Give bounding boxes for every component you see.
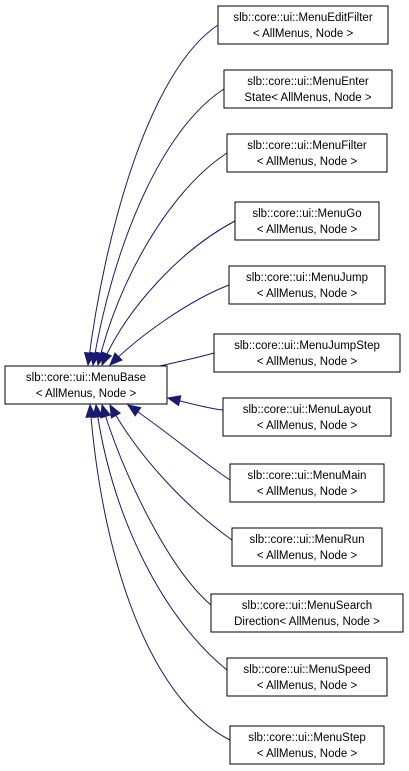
inheritance-edge-3 — [95, 152, 228, 367]
node-menu-speed[interactable]: slb::core::ui::MenuSpeed < AllMenus, Nod… — [226, 657, 388, 697]
arrowhead-9 — [109, 403, 122, 419]
node-menu-filter[interactable]: slb::core::ui::MenuFilter < AllMenus, No… — [226, 133, 388, 173]
inheritance-edge-10 — [100, 403, 212, 606]
node-menu-speed-line2: < AllMenus, Node > — [257, 680, 358, 692]
node-menu-jump-line1: slb::core::ui::MenuJump — [246, 272, 368, 284]
node-menu-jump-line2: < AllMenus, Node > — [257, 288, 358, 300]
inheritance-edge-8 — [126, 404, 231, 481]
node-menu-search-direction-line2: Direction< AllMenus, Node > — [234, 616, 380, 628]
node-menu-step-line1: slb::core::ui::MenuStep — [248, 732, 366, 744]
node-menu-edit-filter-line1: slb::core::ui::MenuEditFilter — [233, 12, 373, 24]
node-menu-layout-line1: slb::core::ui::MenuLayout — [243, 404, 372, 416]
node-menu-main[interactable]: slb::core::ui::MenuMain < AllMenus, Node… — [229, 463, 385, 503]
inheritance-edge-7 — [166, 395, 224, 411]
node-menu-go-line2: < AllMenus, Node > — [257, 224, 358, 236]
node-menu-search-direction-line1: slb::core::ui::MenuSearch — [242, 600, 372, 612]
node-menu-main-line2: < AllMenus, Node > — [257, 486, 358, 498]
inheritance-edge-12 — [85, 403, 231, 741]
node-menu-filter-line1: slb::core::ui::MenuFilter — [247, 140, 367, 152]
node-menu-jump-step-line1: slb::core::ui::MenuJumpStep — [234, 340, 380, 352]
arrowhead-10 — [100, 403, 112, 419]
node-menu-run-line2: < AllMenus, Node > — [257, 550, 358, 562]
inheritance-edge-5 — [109, 284, 230, 366]
node-menu-step-line2: < AllMenus, Node > — [257, 748, 358, 760]
inheritance-edge-4 — [101, 220, 236, 367]
node-menu-main-line1: slb::core::ui::MenuMain — [248, 470, 367, 482]
arrowhead-8 — [126, 404, 142, 417]
inheritance-edge-9 — [109, 403, 233, 541]
node-menu-filter-line2: < AllMenus, Node > — [257, 156, 358, 168]
node-menu-layout-line2: < AllMenus, Node > — [257, 420, 358, 432]
node-menu-speed-line1: slb::core::ui::MenuSpeed — [243, 664, 370, 676]
node-menu-enter-state[interactable]: slb::core::ui::MenuEnter State< AllMenus… — [223, 69, 393, 109]
node-menu-go[interactable]: slb::core::ui::MenuGo < AllMenus, Node > — [234, 201, 380, 241]
arrowhead-5 — [109, 352, 123, 366]
node-menu-layout[interactable]: slb::core::ui::MenuLayout < AllMenus, No… — [222, 397, 392, 437]
arrowhead-12 — [85, 403, 97, 418]
node-menu-search-direction[interactable]: slb::core::ui::MenuSearch Direction< All… — [210, 593, 404, 633]
node-menu-go-line1: slb::core::ui::MenuGo — [252, 208, 361, 220]
node-menu-step[interactable]: slb::core::ui::MenuStep < AllMenus, Node… — [229, 725, 385, 765]
node-menu-run-line1: slb::core::ui::MenuRun — [249, 534, 364, 546]
node-menu-base[interactable]: slb::core::ui::MenuBase < AllMenus, Node… — [4, 365, 168, 405]
arrowhead-4 — [101, 351, 113, 367]
node-menu-edit-filter[interactable]: slb::core::ui::MenuEditFilter < AllMenus… — [217, 5, 389, 45]
node-menu-base-line1: slb::core::ui::MenuBase — [26, 372, 146, 384]
arrowhead-7 — [166, 395, 182, 407]
node-menu-base-line2: < AllMenus, Node > — [36, 388, 137, 400]
inheritance-edge-1 — [83, 24, 219, 367]
node-menu-edit-filter-line2: < AllMenus, Node > — [253, 28, 354, 40]
node-menu-jump[interactable]: slb::core::ui::MenuJump < AllMenus, Node… — [228, 265, 386, 305]
node-menu-enter-state-line1: slb::core::ui::MenuEnter — [247, 76, 369, 88]
node-menu-enter-state-line2: State< AllMenus, Node > — [244, 92, 372, 104]
node-menu-jump-step-line2: < AllMenus, Node > — [257, 356, 358, 368]
node-menu-run[interactable]: slb::core::ui::MenuRun < AllMenus, Node … — [231, 527, 383, 567]
node-menu-jump-step[interactable]: slb::core::ui::MenuJumpStep < AllMenus, … — [213, 333, 401, 373]
